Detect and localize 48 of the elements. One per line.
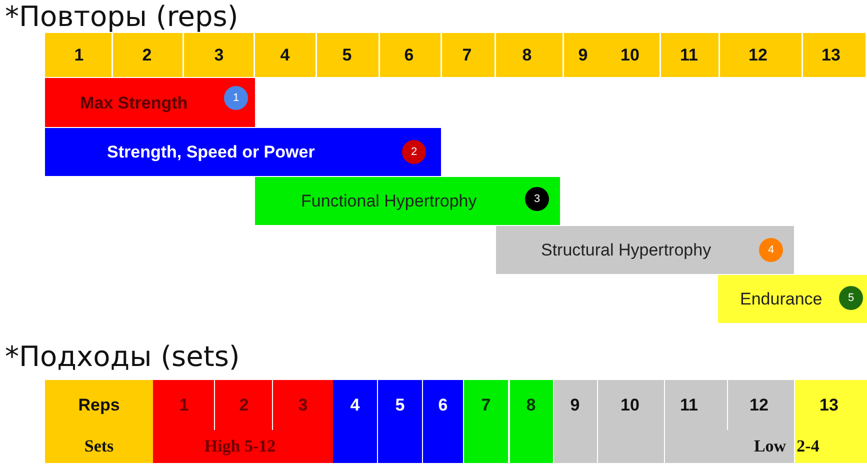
section-heading: *Повторы (reps) xyxy=(5,3,238,31)
table-number: 2 xyxy=(142,46,152,64)
table-number: 12 xyxy=(750,396,768,414)
number-badge: 4 xyxy=(759,238,783,262)
table-number: 3 xyxy=(298,396,308,414)
table-text: High 5-12 xyxy=(204,438,276,454)
bar-label: Strength, Speed or Power xyxy=(107,144,315,160)
table-number: Reps xyxy=(78,396,120,414)
table-number: 13 xyxy=(820,396,838,414)
table-text: Low xyxy=(754,438,786,454)
number-badge: 5 xyxy=(839,286,863,310)
bar-label: Structural Hypertrophy xyxy=(541,242,712,258)
table-number: 4 xyxy=(280,46,290,64)
bar-label: Endurance xyxy=(740,290,822,308)
table-number: 11 xyxy=(680,396,698,414)
range-bar xyxy=(45,128,441,176)
table-number: 6 xyxy=(438,396,448,414)
table-number: 5 xyxy=(342,46,352,64)
table-number: 6 xyxy=(404,46,414,64)
table-number: 3 xyxy=(214,46,224,64)
table-number: 10 xyxy=(620,396,640,414)
table-text: 2-4 xyxy=(796,438,820,454)
bar-label: Functional Hypertrophy xyxy=(301,192,477,210)
table-number: 2 xyxy=(239,396,249,414)
range-bar xyxy=(255,177,560,225)
table-text: Sets xyxy=(84,438,114,454)
number-badge: 1 xyxy=(224,86,248,110)
table-number: 9 xyxy=(578,46,588,64)
range-bar xyxy=(718,275,867,323)
table-number: 13 xyxy=(822,46,840,64)
table-number: 12 xyxy=(748,46,768,64)
table-number: 8 xyxy=(526,396,536,414)
table-number: 5 xyxy=(395,396,405,414)
table-number: 4 xyxy=(350,396,360,414)
table-number: 1 xyxy=(179,396,189,414)
range-bar xyxy=(496,226,794,274)
table-number: 11 xyxy=(680,46,698,64)
range-bar xyxy=(45,78,255,127)
table-number: 7 xyxy=(481,396,491,414)
number-badge: 3 xyxy=(525,187,549,211)
section-heading: *Подходы (sets) xyxy=(5,343,240,371)
table-number: 1 xyxy=(74,46,84,64)
bar-label: Max Strength xyxy=(80,94,188,111)
number-badge: 2 xyxy=(402,140,426,164)
table-number: 10 xyxy=(620,46,640,64)
table-number: 7 xyxy=(462,46,472,64)
table-number: 9 xyxy=(570,396,580,414)
table-number: 8 xyxy=(522,46,532,64)
